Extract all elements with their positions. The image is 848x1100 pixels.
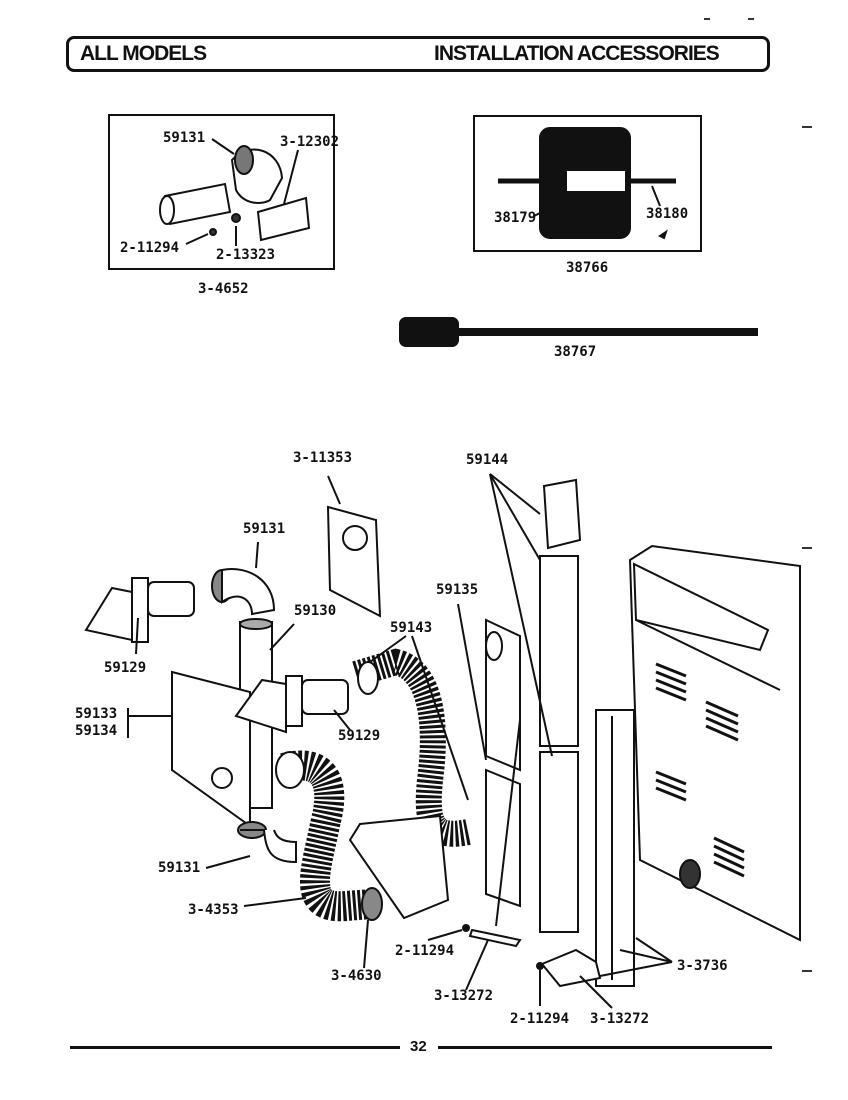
label-3-4353: 3-4353 bbox=[188, 902, 239, 918]
label-3-3736: 3-3736 bbox=[677, 958, 728, 974]
kit-3-4652-frame bbox=[108, 114, 335, 270]
header-left-title: ALL MODELS bbox=[80, 42, 207, 65]
scan-mark bbox=[802, 970, 812, 972]
vent-pipe-end bbox=[159, 195, 175, 225]
label-59134: 59134 bbox=[75, 723, 118, 739]
brush-38767-head bbox=[399, 317, 459, 347]
scan-mark bbox=[748, 18, 754, 20]
scan-mark bbox=[802, 547, 812, 549]
vent-pipe bbox=[163, 182, 232, 226]
label-38179: 38179 bbox=[494, 210, 537, 226]
scan-mark bbox=[802, 126, 812, 128]
label-2-11294-right: 2-11294 bbox=[510, 1011, 570, 1027]
label-59129-left: 59129 bbox=[104, 660, 147, 676]
duct-adapter bbox=[542, 478, 582, 550]
header-frame bbox=[66, 36, 770, 72]
label-3-13272-left: 3-13272 bbox=[434, 988, 494, 1004]
page-number: 32 bbox=[410, 1038, 427, 1055]
flex-hose bbox=[280, 750, 374, 922]
label-38767: 38767 bbox=[554, 344, 597, 360]
hood-left bbox=[84, 586, 133, 642]
elbow-ring bbox=[234, 145, 254, 175]
label-38180: 38180 bbox=[646, 206, 689, 222]
label-2-11294-left: 2-11294 bbox=[395, 943, 455, 959]
label-59129-center: 59129 bbox=[338, 728, 381, 744]
label-59130: 59130 bbox=[294, 603, 337, 619]
label-2-13323: 2-13323 bbox=[216, 247, 276, 263]
label-2-11294-kit: 2-11294 bbox=[120, 240, 180, 256]
kit-38766-frame bbox=[473, 115, 702, 252]
clamp-part bbox=[231, 213, 241, 223]
label-3-11353: 3-11353 bbox=[293, 450, 353, 466]
label-59131-kit: 59131 bbox=[163, 130, 206, 146]
scan-mark bbox=[704, 18, 710, 20]
wall-plate bbox=[171, 670, 251, 828]
label-kit-3-4652: 3-4652 bbox=[198, 281, 249, 297]
header-right-title: INSTALLATION ACCESSORIES bbox=[434, 42, 720, 65]
label-3-13272-right: 3-13272 bbox=[590, 1011, 650, 1027]
flat-duct-lower bbox=[485, 768, 521, 908]
duct-tall bbox=[595, 709, 635, 987]
duct-lower bbox=[539, 751, 579, 933]
footer-rule-left bbox=[70, 1046, 400, 1049]
template-sheet bbox=[326, 505, 382, 618]
plate bbox=[256, 196, 311, 242]
label-kit-38766: 38766 bbox=[566, 260, 609, 276]
label-3-4630: 3-4630 bbox=[331, 968, 382, 984]
label-59133: 59133 bbox=[75, 706, 118, 722]
screw-part bbox=[209, 228, 217, 236]
label-59143: 59143 bbox=[390, 620, 433, 636]
brush-core bbox=[565, 169, 627, 193]
label-59144: 59144 bbox=[466, 452, 509, 468]
label-59131-bottom: 59131 bbox=[158, 860, 201, 876]
footer-rule-right bbox=[438, 1046, 772, 1049]
duct-upper bbox=[539, 555, 579, 747]
label-3-12302: 3-12302 bbox=[280, 134, 340, 150]
label-59135: 59135 bbox=[436, 582, 479, 598]
label-59131-top: 59131 bbox=[243, 521, 286, 537]
